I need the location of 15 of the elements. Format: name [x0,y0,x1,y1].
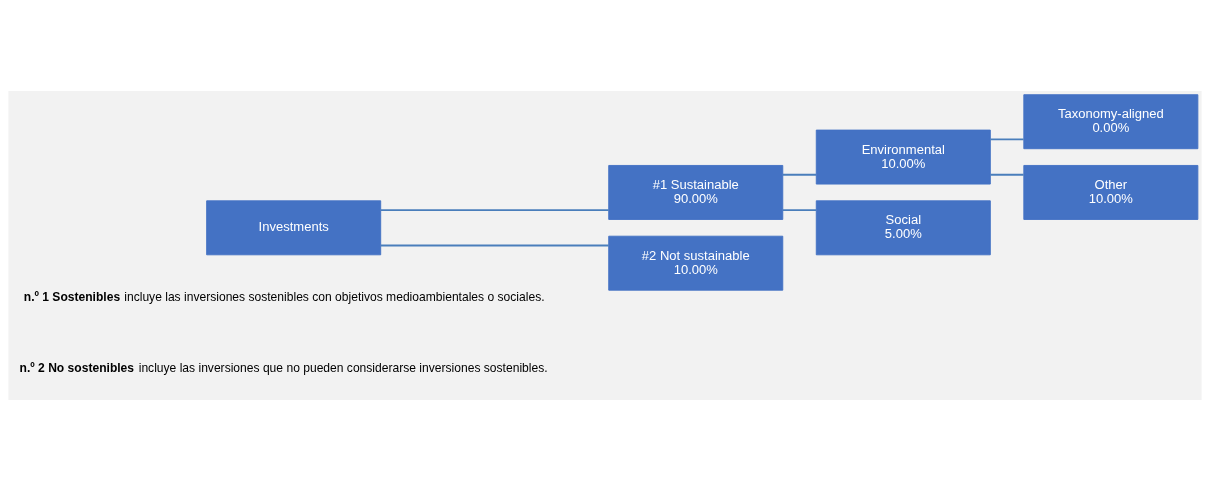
node-box: Social 5.00% [815,199,991,255]
label: n.º 2 No sostenibles incluye las inversiones que no pueden considerarse inversiones sostenibles. [19,360,548,375]
node-box: Investments [206,199,382,255]
node-box: #1 Sustainable 90.00% [608,164,784,220]
connector [781,208,817,211]
node-box: Taxonomy-aligned 0.00% [1023,93,1199,149]
connector [380,244,610,246]
connector [781,173,817,176]
connector [380,208,610,211]
connector [989,173,1025,176]
connector [989,137,1025,140]
node-box: Other 10.00% [1023,164,1199,220]
node-box: #2 Not sustainable 10.00% [608,235,784,291]
label: n.º 1 Sostenibles incluye las inversiones sostenibles con objetivos medioambientales o sociales. [23,289,545,304]
node-box: Environmental 10.00% [815,129,991,185]
